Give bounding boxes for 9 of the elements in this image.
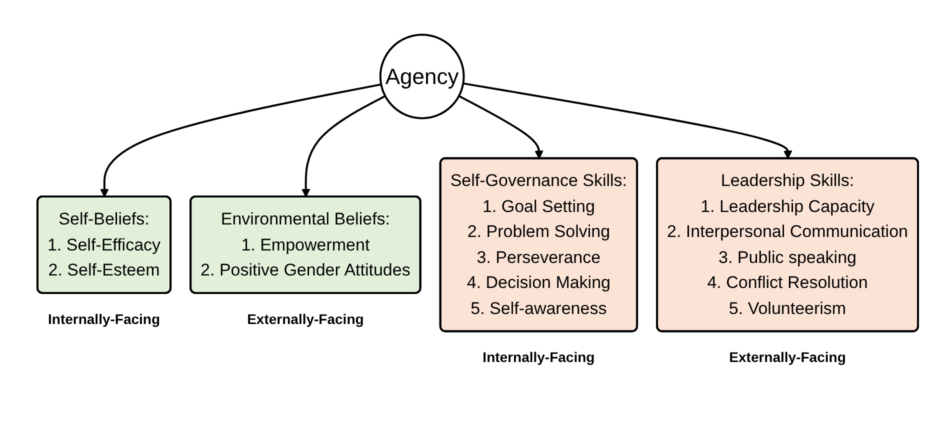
arrow bbox=[300, 95, 386, 198]
node-label: Internally-Facing bbox=[48, 310, 160, 327]
node-label: Externally-Facing bbox=[728, 349, 846, 366]
arrow bbox=[458, 95, 543, 160]
arrow bbox=[100, 83, 381, 198]
node-label: Externally-Facing bbox=[246, 310, 364, 327]
arrow bbox=[462, 82, 792, 160]
node-label: Internally-Facing bbox=[482, 349, 594, 366]
node-circle: Agency bbox=[378, 34, 464, 120]
